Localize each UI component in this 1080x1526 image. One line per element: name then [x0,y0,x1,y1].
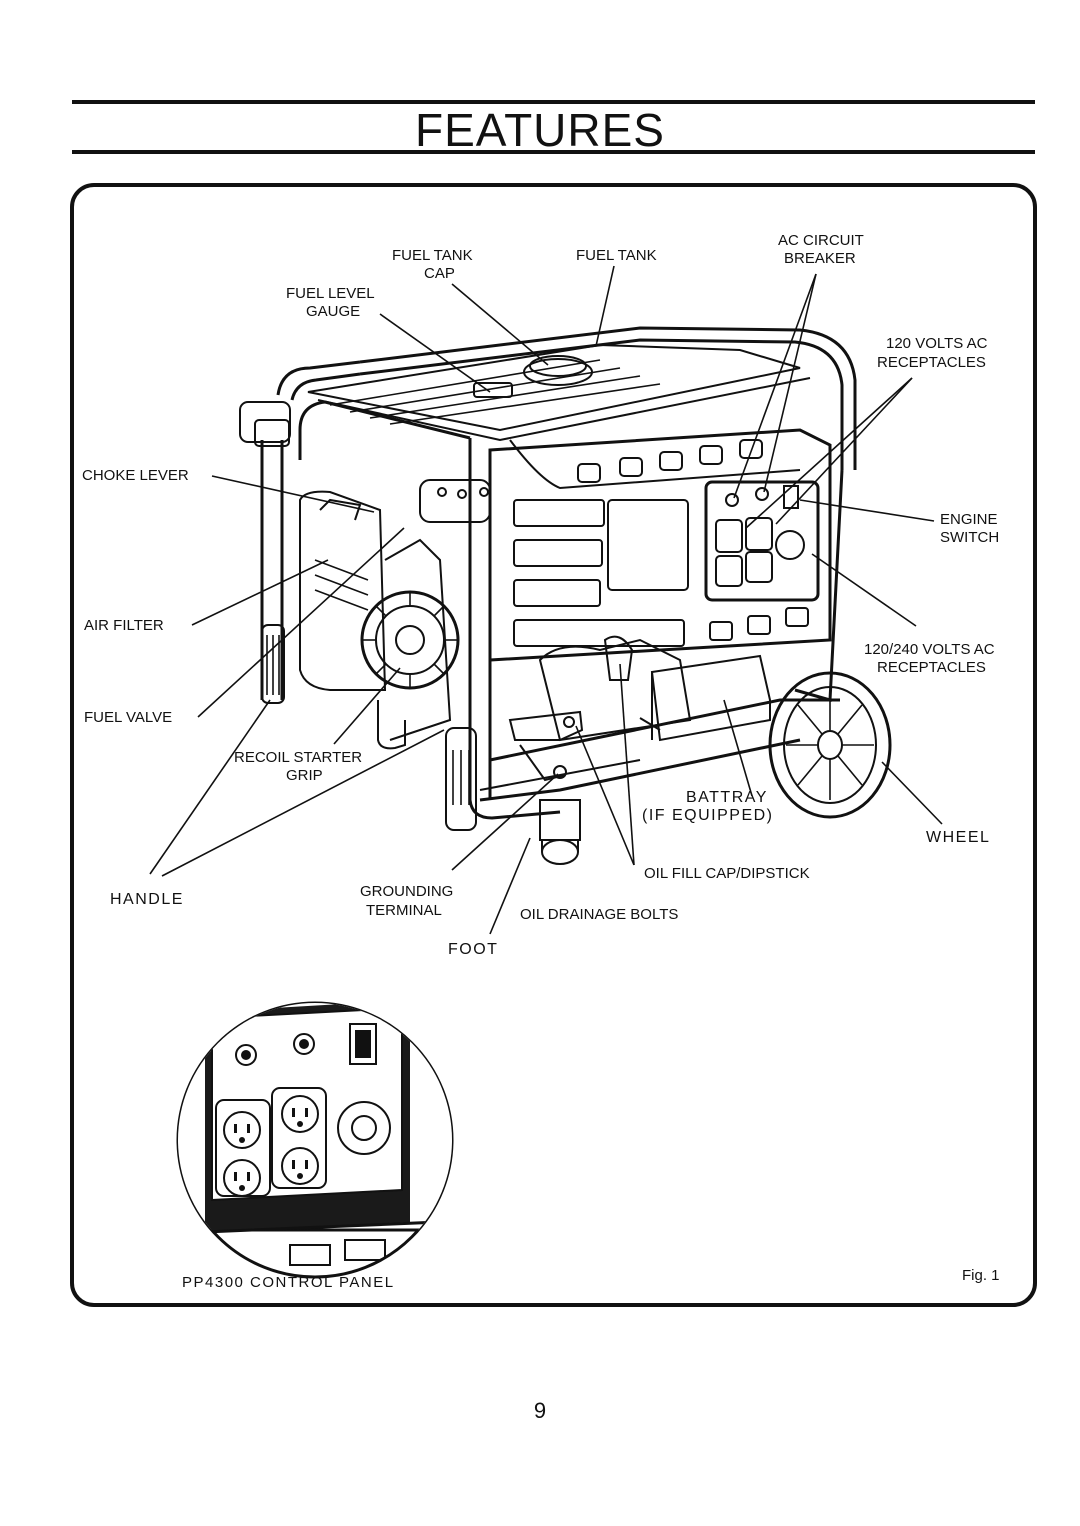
label-fuel-valve: FUEL VALVE [84,709,172,726]
label-handle: HANDLE [110,891,184,908]
label-120v-1: 120 VOLTS AC [886,335,988,352]
label-recoil-2: GRIP [286,767,323,784]
label-fuel-tank-cap-2: CAP [424,265,455,282]
leader-lines [149,265,943,935]
label-oil-fill: OIL FILL CAP/DIPSTICK [644,865,810,882]
label-fuel-level-1: FUEL LEVEL [286,285,375,302]
label-engine-switch-2: SWITCH [940,529,999,546]
page-number: 9 [533,1398,547,1423]
label-ac-breaker-2: BREAKER [784,250,856,267]
label-ac-breaker-1: AC CIRCUIT [778,232,864,249]
label-grounding-2: TERMINAL [366,902,442,919]
label-battray-1: BATTRAY [686,789,768,806]
label-air-filter: AIR FILTER [84,617,164,634]
title-underline [72,150,1035,154]
label-120v-2: RECEPTACLES [877,354,986,371]
label-120-240v-1: 120/240 VOLTS AC [864,641,995,658]
label-battray-2: (IF EQUIPPED) [642,807,774,824]
top-rule [72,100,1035,104]
figure-frame [70,183,1037,1307]
figure-caption: Fig. 1 [962,1267,1000,1284]
label-grounding-1: GROUNDING [360,883,453,900]
page-title: FEATURES [415,104,665,156]
control-panel-inset [176,1001,454,1279]
label-120-240v-2: RECEPTACLES [877,659,986,676]
label-wheel: WHEEL [926,829,990,846]
label-fuel-tank: FUEL TANK [576,247,657,264]
label-engine-switch-1: ENGINE [940,511,998,528]
label-oil-drainage: OIL DRAINAGE BOLTS [520,906,678,923]
label-fuel-tank-cap-1: FUEL TANK [392,247,473,264]
label-choke-lever: CHOKE LEVER [82,467,189,484]
generator-drawing [239,326,892,865]
label-recoil-1: RECOIL STARTER [234,749,362,766]
label-foot: FOOT [448,941,498,958]
inset-caption: PP4300 CONTROL PANEL [182,1274,395,1291]
label-fuel-level-2: GAUGE [306,303,360,320]
